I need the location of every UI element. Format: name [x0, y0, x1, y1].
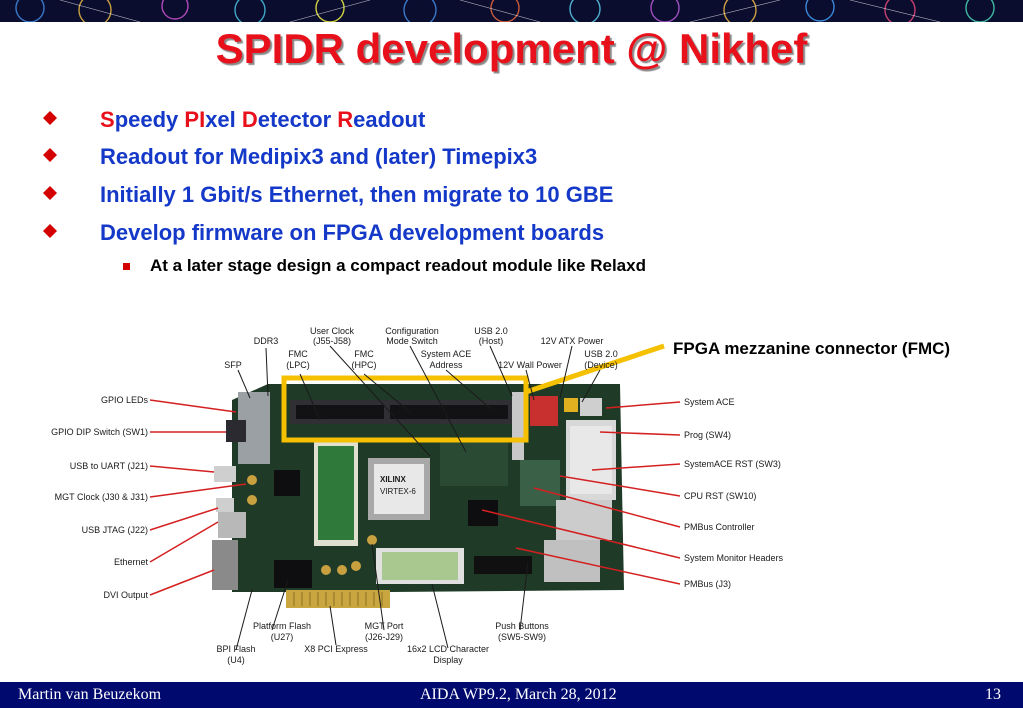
bullet-item: Initially 1 Gbit/s Ethernet, then migrat…: [0, 179, 1023, 213]
label-pci-express: X8 PCI Express: [304, 644, 368, 654]
top-labels: User Clock (J55-J58) Configuration Mode …: [224, 326, 618, 370]
square-bullet-icon: [123, 263, 130, 270]
label-user-clock-ref: (J55-J58): [313, 336, 351, 346]
bullet-item: Speedy PIxel Detector Readout: [0, 104, 1023, 138]
bullet-item: Develop firmware on FPGA development boa…: [0, 217, 1023, 251]
label-usb-jtag: USB JTAG (J22): [82, 525, 148, 535]
label-ethernet: Ethernet: [114, 557, 149, 567]
label-gpio-leds: GPIO LEDs: [101, 395, 149, 405]
chip-model-text: VIRTEX-6: [380, 487, 416, 496]
label-gpio-dip: GPIO DIP Switch (SW1): [51, 427, 148, 437]
bullet-text: Readout for Medipix3 and (later) Timepix…: [100, 144, 538, 169]
label-mgt-port-ref: (J26-J29): [365, 632, 403, 642]
label-fmc-lpc-ref: (LPC): [286, 360, 310, 370]
left-labels: GPIO LEDs GPIO DIP Switch (SW1) USB to U…: [51, 395, 148, 600]
label-push-buttons-ref: (SW5-SW9): [498, 632, 546, 642]
label-systemace-rst: SystemACE RST (SW3): [684, 459, 781, 469]
label-usb-device: USB 2.0: [584, 349, 618, 359]
label-system-ace-addr-2: Address: [429, 360, 463, 370]
bullet-text-spidr: Speedy PIxel Detector Readout: [100, 107, 426, 132]
top-banner: [0, 0, 1023, 22]
footer-author: Martin van Beuzekom: [18, 686, 162, 703]
board-components: [274, 396, 616, 588]
label-pmbus-controller: PMBus Controller: [684, 522, 755, 532]
bullet-item: Readout for Medipix3 and (later) Timepix…: [0, 141, 1023, 175]
label-system-ace: System ACE: [684, 397, 735, 407]
diamond-bullet-icon: [43, 186, 57, 200]
footer-event: AIDA WP9.2, March 28, 2012: [420, 686, 617, 703]
ddr3-slot: [314, 440, 358, 546]
label-sfp: SFP: [224, 360, 242, 370]
fmc-highlight: [281, 343, 665, 443]
label-platform-flash: Platform Flash: [253, 621, 311, 631]
board-diagram: XILINX VIRTEX-6: [51, 326, 784, 665]
label-mgt-clock: MGT Clock (J30 & J31): [55, 492, 148, 502]
label-pmbus: PMBus (J3): [684, 579, 731, 589]
label-usb-uart: USB to UART (J21): [70, 461, 148, 471]
fpga-chip: XILINX VIRTEX-6: [368, 458, 430, 520]
footer-bar: Martin van Beuzekom AIDA WP9.2, March 28…: [0, 682, 1023, 708]
diamond-bullet-icon: [43, 224, 57, 238]
label-bpi-flash-ref: (U4): [227, 655, 245, 665]
label-cpu-rst: CPU RST (SW10): [684, 491, 756, 501]
label-system-ace-addr: System ACE: [421, 349, 472, 359]
label-fmc-lpc: FMC: [288, 349, 308, 359]
label-ddr3: DDR3: [254, 336, 279, 346]
label-system-monitor: System Monitor Headers: [684, 553, 784, 563]
label-usb-device-ref: (Device): [584, 360, 618, 370]
leader-lines: [149, 399, 681, 596]
bottom-labels: BPI Flash (U4) Platform Flash (U27) X8 P…: [216, 621, 549, 665]
label-lcd: 16x2 LCD Character: [407, 644, 489, 654]
left-connectors: [212, 392, 270, 590]
label-config: Configuration: [385, 326, 439, 336]
label-wall-power: 12V Wall Power: [498, 360, 562, 370]
label-fmc-hpc: FMC: [354, 349, 374, 359]
right-labels: System ACE Prog (SW4) SystemACE RST (SW3…: [684, 397, 784, 589]
label-bpi-flash: BPI Flash: [216, 644, 255, 654]
label-fmc-hpc-ref: (HPC): [352, 360, 377, 370]
label-config-switch: Mode Switch: [386, 336, 438, 346]
diamond-bullet-icon: [43, 148, 57, 162]
label-prog: Prog (SW4): [684, 430, 731, 440]
label-platform-flash-ref: (U27): [271, 632, 294, 642]
bullet-text: Initially 1 Gbit/s Ethernet, then migrat…: [100, 182, 614, 207]
label-user-clock: User Clock: [310, 326, 355, 336]
label-usb-host-ref: (Host): [479, 336, 504, 346]
sub-bullet-item: At a later stage design a compact readou…: [0, 254, 1023, 280]
chip-brand-text: XILINX: [380, 475, 406, 484]
label-atx-power: 12V ATX Power: [541, 336, 604, 346]
sub-bullet-text: At a later stage design a compact readou…: [150, 256, 646, 275]
slide-title: SPIDR development @ Nikhef: [215, 25, 808, 72]
top-leader-lines: [235, 345, 601, 651]
label-dvi: DVI Output: [103, 590, 148, 600]
label-lcd-display: Display: [433, 655, 463, 665]
label-mgt-port: MGT Port: [365, 621, 404, 631]
label-usb-host: USB 2.0: [474, 326, 508, 336]
fmc-connectors: [290, 392, 524, 460]
fmc-callout-label: FPGA mezzanine connector (FMC): [673, 339, 951, 358]
diamond-bullet-icon: [43, 111, 57, 125]
label-push-buttons: Push Buttons: [495, 621, 549, 631]
footer-page-number: 13: [985, 686, 1001, 703]
bullet-text: Develop firmware on FPGA development boa…: [100, 220, 605, 245]
